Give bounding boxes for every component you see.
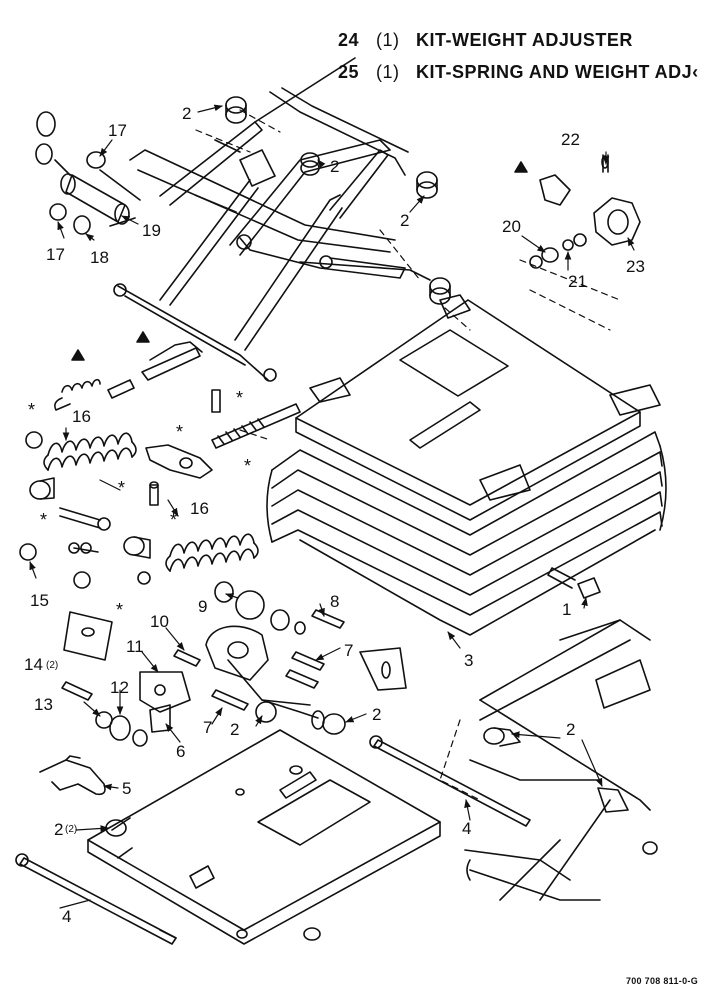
kit-line-24: 24 (1) KIT-WEIGHT ADJUSTER (338, 30, 633, 51)
callout-qty: (2) (46, 660, 58, 671)
callout-18: 18 (90, 248, 109, 267)
star-marker: * (176, 422, 183, 442)
screw (547, 567, 601, 599)
callout-labels: 2 17 2 2 17 18 19 22 20 21 23 16 16 15 1… (24, 104, 645, 926)
callout-10: 10 (150, 612, 169, 631)
star-marker: * (28, 400, 35, 420)
kit-line-25: 25 (1) KIT-SPRING AND WEIGHT ADJ‹ (338, 62, 699, 83)
star-marker: * (170, 510, 177, 530)
callout-5: 5 (122, 779, 131, 798)
spring (43, 432, 137, 471)
callout-22: 22 (561, 130, 580, 149)
leader-lines (29, 104, 635, 909)
callout-7: 7 (203, 718, 212, 737)
bushing-set (19, 542, 99, 589)
adjuster-knob (529, 154, 641, 269)
callout-19: 19 (142, 221, 161, 240)
callout-8: 8 (330, 592, 339, 611)
spring (165, 533, 259, 572)
bushing (225, 96, 247, 124)
kit-number: 25 (338, 62, 360, 82)
wire-clip (39, 755, 106, 796)
scissor-frame (113, 57, 431, 382)
callout-2: 2 (566, 720, 575, 739)
washer-set (214, 581, 306, 635)
star-marker: * (236, 388, 243, 408)
star-marker: * (118, 478, 125, 498)
callout-21: 21 (568, 272, 587, 291)
callout-16: 16 (72, 407, 91, 426)
callout-2: 2 (400, 211, 409, 230)
cam-plate (205, 625, 325, 730)
bushing (416, 171, 438, 199)
roll-pin (61, 609, 345, 711)
callout-qty: (2) (65, 824, 77, 835)
callout-13: 13 (34, 695, 53, 714)
callout-3: 3 (464, 651, 473, 670)
callout-12: 12 (110, 678, 129, 697)
callout-7: 7 (344, 641, 353, 660)
shock-absorber (35, 111, 141, 235)
callout-11: 11 (126, 637, 144, 656)
bushing (429, 277, 451, 305)
kit-description: KIT-WEIGHT ADJUSTER (416, 30, 633, 50)
callout-2: 2 (330, 157, 339, 176)
callout-2: 2 (54, 820, 63, 839)
long-rod (15, 853, 177, 945)
triangle-marker (71, 161, 528, 361)
kit-qty: (1) (376, 30, 400, 50)
kit-number: 24 (338, 30, 360, 50)
callout-14: 14 (24, 655, 43, 674)
lever-plate (145, 444, 213, 506)
kit-description: KIT-SPRING AND WEIGHT ADJ‹ (416, 62, 699, 82)
threaded-rod (211, 389, 301, 449)
callout-23: 23 (626, 257, 645, 276)
small-spring (54, 378, 101, 411)
callout-16: 16 (190, 499, 209, 518)
kit-qty: (1) (376, 62, 400, 82)
callout-1: 1 (562, 600, 571, 619)
star-marker: * (116, 600, 123, 620)
star-marker: * (244, 456, 251, 476)
lower-frame (464, 619, 658, 901)
long-rod (369, 735, 531, 827)
callout-4: 4 (62, 907, 71, 926)
callout-17: 17 (46, 245, 65, 264)
callout-15: 15 (30, 591, 49, 610)
pivot-shaft (25, 431, 151, 585)
callout-20: 20 (502, 217, 521, 236)
dashed-guides (195, 109, 621, 801)
bellows (266, 431, 667, 636)
callout-2: 2 (230, 720, 239, 739)
callout-2: 2 (182, 104, 191, 123)
spacer-set (95, 701, 346, 747)
base-plate (87, 729, 441, 945)
callout-9: 9 (198, 597, 207, 616)
bracket (63, 611, 407, 733)
callout-17: 17 (108, 121, 127, 140)
star-marker: * (40, 510, 47, 530)
seat-plate (295, 294, 661, 521)
callout-4: 4 (462, 819, 471, 838)
pin (107, 341, 203, 399)
callout-2: 2 (372, 705, 381, 724)
drawing-code: 700 708 811-0-G (625, 976, 698, 986)
callout-6: 6 (176, 742, 185, 761)
